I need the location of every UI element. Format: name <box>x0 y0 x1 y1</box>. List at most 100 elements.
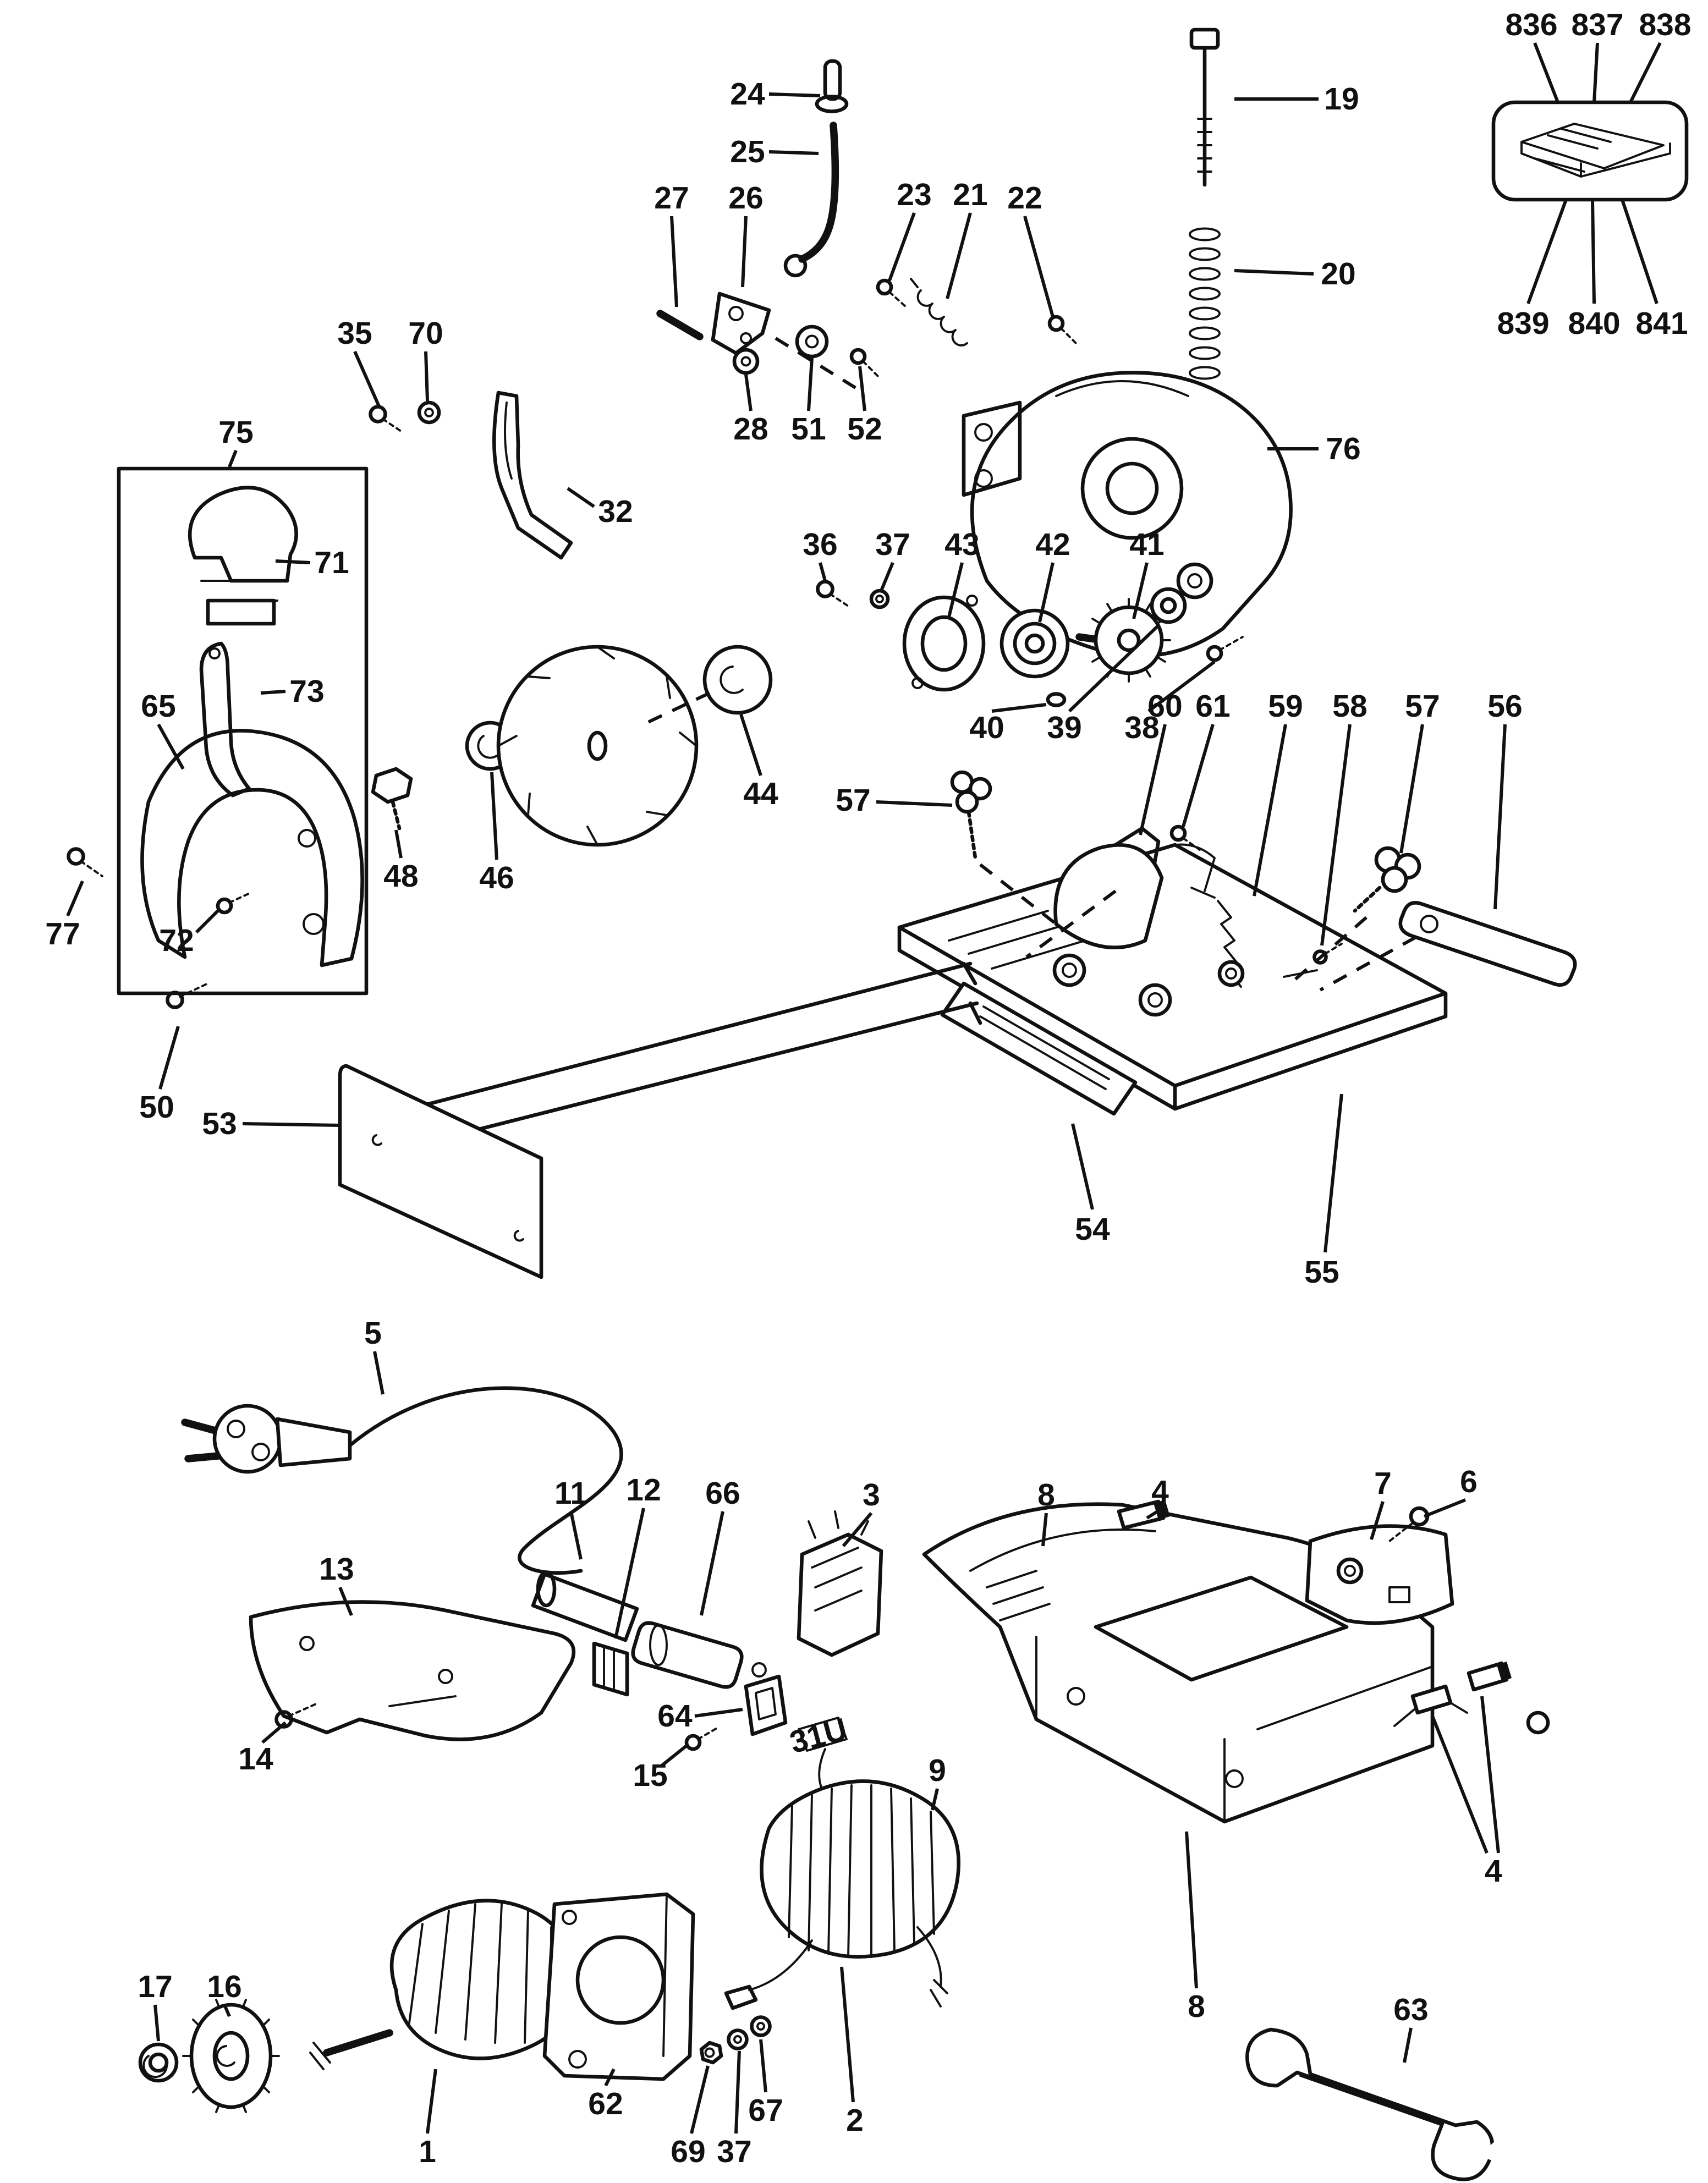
capacitor-66-part <box>631 1621 744 1689</box>
saw-blade-part <box>496 645 699 847</box>
screw-23-part <box>876 278 907 308</box>
part-number-text: 11 <box>554 1476 587 1511</box>
part-label-4: 4 <box>1431 1696 1502 1889</box>
part-label-56: 56 <box>1487 689 1523 910</box>
part-label-69: 69 <box>671 2065 710 2169</box>
part-number-text: 57 <box>836 783 870 818</box>
handle-cover-7-part <box>1305 1524 1454 1625</box>
part-label-36: 36 <box>803 527 838 581</box>
part-number-text: 52 <box>847 411 882 447</box>
part-number-text: 2 <box>846 2103 864 2138</box>
washer-28-part <box>732 348 760 375</box>
part-label-8: 8 <box>1037 1477 1055 1547</box>
spring-59-part <box>1190 887 1318 988</box>
lower-guard-65-part <box>140 729 364 967</box>
part-number-text: 20 <box>1321 256 1355 292</box>
part-number-text: 1 <box>419 2134 436 2169</box>
part-number-text: 840 <box>1568 306 1620 341</box>
part-number-text: 37 <box>717 2134 751 2169</box>
bolt-48-part <box>371 767 413 831</box>
screw-38-part <box>1206 636 1244 662</box>
screw-50-part <box>166 982 209 1009</box>
handle-grip-73-part <box>199 641 251 798</box>
part-label-840: 840 <box>1568 199 1621 341</box>
part-number-text: 24 <box>730 76 765 112</box>
fan-gear-16-part <box>182 1999 280 2113</box>
part-number-text: 67 <box>748 2093 783 2128</box>
part-label-12: 12 <box>614 1472 661 1639</box>
part-label-73: 73 <box>260 674 325 709</box>
part-number-text: 841 <box>1635 306 1688 341</box>
part-number-text: 31U <box>786 1712 851 1761</box>
part-label-28: 28 <box>733 374 768 447</box>
switch-3-part <box>797 1510 883 1657</box>
part-number-text: 5 <box>364 1316 382 1351</box>
cord-clamp-12-part <box>592 1641 629 1697</box>
part-number-text: 51 <box>791 411 826 447</box>
part-number-text: 39 <box>1047 710 1081 745</box>
part-label-76: 76 <box>1267 431 1361 466</box>
part-label-6: 6 <box>1423 1464 1478 1518</box>
screw-58-part <box>1312 943 1343 965</box>
part-number-text: 21 <box>953 177 987 212</box>
part-label-61: 61 <box>1182 689 1231 827</box>
part-number-text: 65 <box>141 689 175 724</box>
spring-20-part <box>1189 227 1221 380</box>
part-number-text: 57 <box>1405 689 1440 724</box>
carbon-brush-4-bottom-part <box>1393 1661 1550 1735</box>
part-label-44: 44 <box>739 714 778 811</box>
part-number-text: 46 <box>479 860 514 895</box>
part-number-text: 38 <box>1124 710 1159 745</box>
assembly-axis-lines <box>646 337 1417 992</box>
part-number-text: 838 <box>1639 7 1691 42</box>
bracket-26-part <box>711 292 771 355</box>
part-number-text: 23 <box>897 177 931 212</box>
part-label-8: 8 <box>1185 1831 1205 2024</box>
part-number-text: 77 <box>45 916 80 952</box>
part-label-40: 40 <box>969 703 1047 745</box>
washer-37b-part <box>727 2028 749 2050</box>
part-label-71: 71 <box>275 545 349 580</box>
bearing-flange-43-part <box>902 595 986 692</box>
part-number-text: 15 <box>633 1758 667 1793</box>
knob-57-left-part <box>950 770 992 860</box>
part-label-42: 42 <box>1035 527 1070 623</box>
part-label-16: 16 <box>207 1969 242 2017</box>
gear-41-part <box>1075 598 1171 683</box>
part-number-text: 35 <box>337 316 372 351</box>
group-box-75 <box>117 466 369 996</box>
part-label-57: 57 <box>836 783 953 818</box>
bearing-17-part <box>138 2042 179 2083</box>
carbon-brush-4-top-part <box>1117 1499 1170 1530</box>
part-number-text: 61 <box>1195 689 1230 724</box>
part-number-text: 50 <box>139 1090 174 1125</box>
part-number-text: 22 <box>1007 180 1042 216</box>
part-label-20: 20 <box>1234 256 1356 292</box>
pin-27-part <box>656 310 704 340</box>
field-coil-2-part <box>724 1717 960 2010</box>
part-label-9: 9 <box>929 1753 946 1811</box>
part-number-text: 25 <box>730 134 765 169</box>
part-label-35: 35 <box>337 316 381 409</box>
part-label-7: 7 <box>1370 1466 1392 1540</box>
part-label-67: 67 <box>748 2039 783 2128</box>
part-label-2: 2 <box>840 1966 864 2138</box>
rod-25-part <box>783 122 839 278</box>
part-number-text: 26 <box>728 180 763 216</box>
part-label-48: 48 <box>383 829 419 894</box>
washer-67-part <box>750 2015 772 2037</box>
part-label-5: 5 <box>364 1316 385 1395</box>
part-label-41: 41 <box>1129 527 1165 619</box>
part-label-3: 3 <box>842 1477 880 1547</box>
dust-elbow-71-part <box>188 486 298 626</box>
part-number-text: 43 <box>944 527 979 562</box>
gear-housing-76-part <box>962 371 1293 658</box>
rip-fence-53-part <box>338 961 982 1279</box>
part-label-50: 50 <box>139 1026 180 1125</box>
part-label-37: 37 <box>875 527 910 592</box>
part-number-text: 76 <box>1326 431 1360 466</box>
power-cord-5-part <box>181 1386 623 1575</box>
part-label-77: 77 <box>45 880 84 952</box>
part-label-39: 39 <box>1047 624 1160 745</box>
